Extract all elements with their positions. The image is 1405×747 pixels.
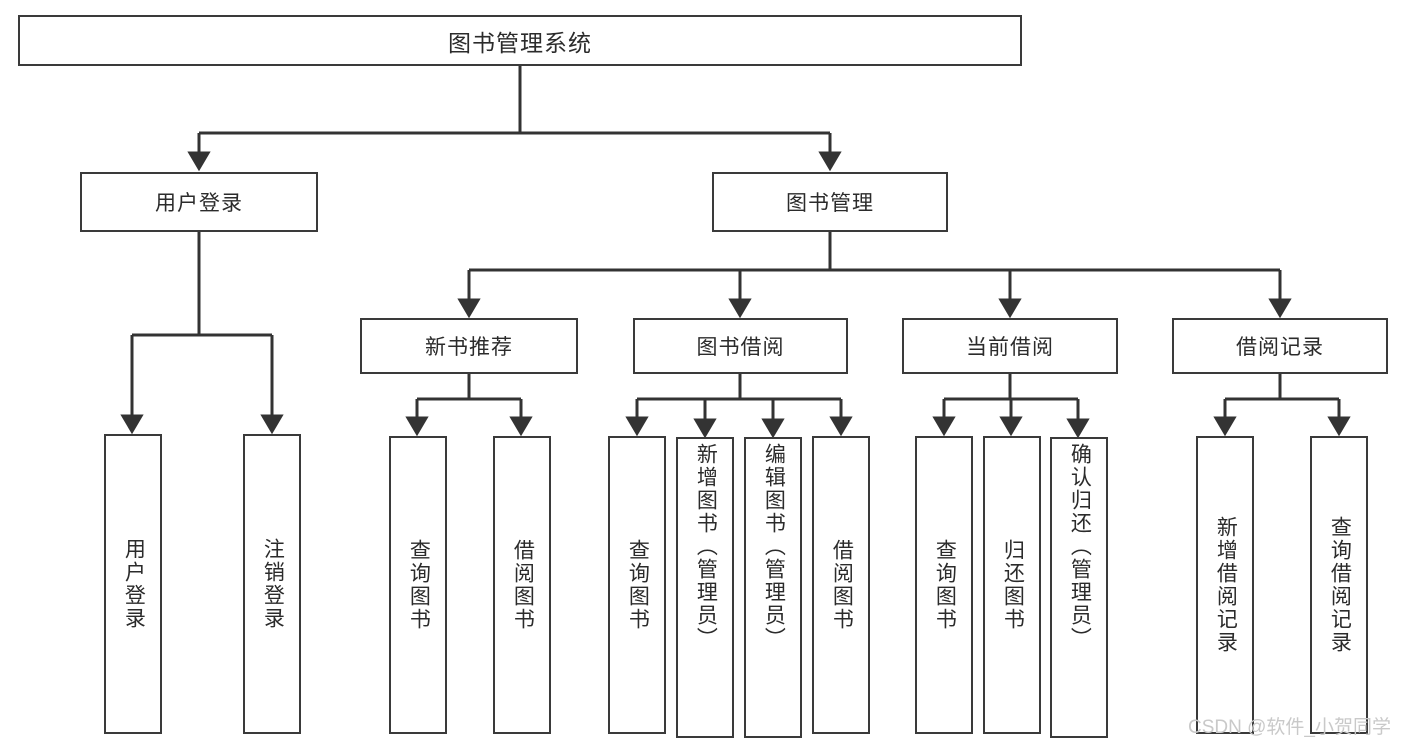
leaf-recommend-borrow-book-label: 借阅图书 (511, 539, 535, 631)
leaf-current-confirm-return-admin-inner: 确认归还（管理员） (1052, 439, 1106, 740)
leaf-current-return-book[interactable]: 归还图书 (983, 436, 1041, 734)
node-user-login[interactable]: 用户登录 (80, 172, 318, 232)
leaf-borrow-edit-book-admin[interactable]: 编辑图书（管理员） (744, 437, 802, 738)
leaf-current-query-book[interactable]: 查询图书 (915, 436, 973, 734)
leaf-current-query-book-label: 查询图书 (933, 539, 957, 631)
leaf-user-login-logout-label: 注销登录 (261, 538, 285, 630)
leaf-current-query-book-inner: 查询图书 (917, 438, 971, 732)
leaf-record-add-record[interactable]: 新增借阅记录 (1196, 436, 1254, 734)
leaf-borrow-edit-book-admin-inner: 编辑图书（管理员） (746, 439, 800, 740)
leaf-borrow-add-book-admin[interactable]: 新增图书（管理员） (676, 437, 734, 738)
node-root[interactable]: 图书管理系统 (18, 15, 1022, 66)
leaf-current-return-book-label: 归还图书 (1001, 539, 1025, 631)
leaf-user-login-login-label: 用户登录 (122, 538, 146, 630)
csdn-watermark: CSDN @软件_小贺同学 (1188, 717, 1391, 738)
leaf-borrow-borrow-book-label: 借阅图书 (830, 539, 854, 631)
leaf-borrow-add-book-admin-inner: 新增图书（管理员） (678, 439, 732, 740)
leaf-user-login-login-inner: 用户登录 (106, 436, 160, 732)
node-borrow-record[interactable]: 借阅记录 (1172, 318, 1388, 374)
leaf-borrow-borrow-book-inner: 借阅图书 (814, 438, 868, 732)
leaf-recommend-borrow-book[interactable]: 借阅图书 (493, 436, 551, 734)
node-root-label: 图书管理系统 (448, 29, 592, 56)
leaf-borrow-edit-book-admin-label: 编辑图书（管理员） (762, 443, 786, 650)
leaf-user-login-logout[interactable]: 注销登录 (243, 434, 301, 734)
leaf-record-query-record-inner: 查询借阅记录 (1312, 438, 1366, 732)
node-current-borrow-label: 当前借阅 (966, 336, 1054, 359)
node-book-management[interactable]: 图书管理 (712, 172, 948, 232)
leaf-current-confirm-return-admin-label: 确认归还（管理员） (1068, 443, 1092, 650)
node-book-borrow-label: 图书借阅 (696, 336, 785, 359)
node-book-management-label: 图书管理 (786, 192, 874, 215)
leaf-record-add-record-inner: 新增借阅记录 (1198, 438, 1252, 732)
node-user-login-label: 用户登录 (155, 192, 243, 215)
leaf-record-add-record-label: 新增借阅记录 (1214, 516, 1238, 654)
leaf-recommend-query-book-inner: 查询图书 (391, 438, 445, 732)
leaf-borrow-borrow-book[interactable]: 借阅图书 (812, 436, 870, 734)
leaf-recommend-query-book-label: 查询图书 (407, 539, 431, 631)
leaf-borrow-add-book-admin-label: 新增图书（管理员） (694, 443, 718, 650)
leaf-user-login-login[interactable]: 用户登录 (104, 434, 162, 734)
leaf-recommend-borrow-book-inner: 借阅图书 (495, 438, 549, 732)
node-new-book-recommend[interactable]: 新书推荐 (360, 318, 578, 374)
node-book-borrow[interactable]: 图书借阅 (633, 318, 848, 374)
leaf-recommend-query-book[interactable]: 查询图书 (389, 436, 447, 734)
leaf-user-login-logout-inner: 注销登录 (245, 436, 299, 732)
leaf-borrow-query-book-label: 查询图书 (626, 539, 650, 631)
leaf-record-query-record-label: 查询借阅记录 (1328, 516, 1352, 654)
leaf-current-confirm-return-admin[interactable]: 确认归还（管理员） (1050, 437, 1108, 738)
node-new-book-recommend-label: 新书推荐 (425, 336, 513, 359)
leaf-record-query-record[interactable]: 查询借阅记录 (1310, 436, 1368, 734)
leaf-borrow-query-book-inner: 查询图书 (610, 438, 664, 732)
node-borrow-record-label: 借阅记录 (1236, 336, 1324, 359)
leaf-current-return-book-inner: 归还图书 (985, 438, 1039, 732)
leaf-borrow-query-book[interactable]: 查询图书 (608, 436, 666, 734)
node-current-borrow[interactable]: 当前借阅 (902, 318, 1118, 374)
